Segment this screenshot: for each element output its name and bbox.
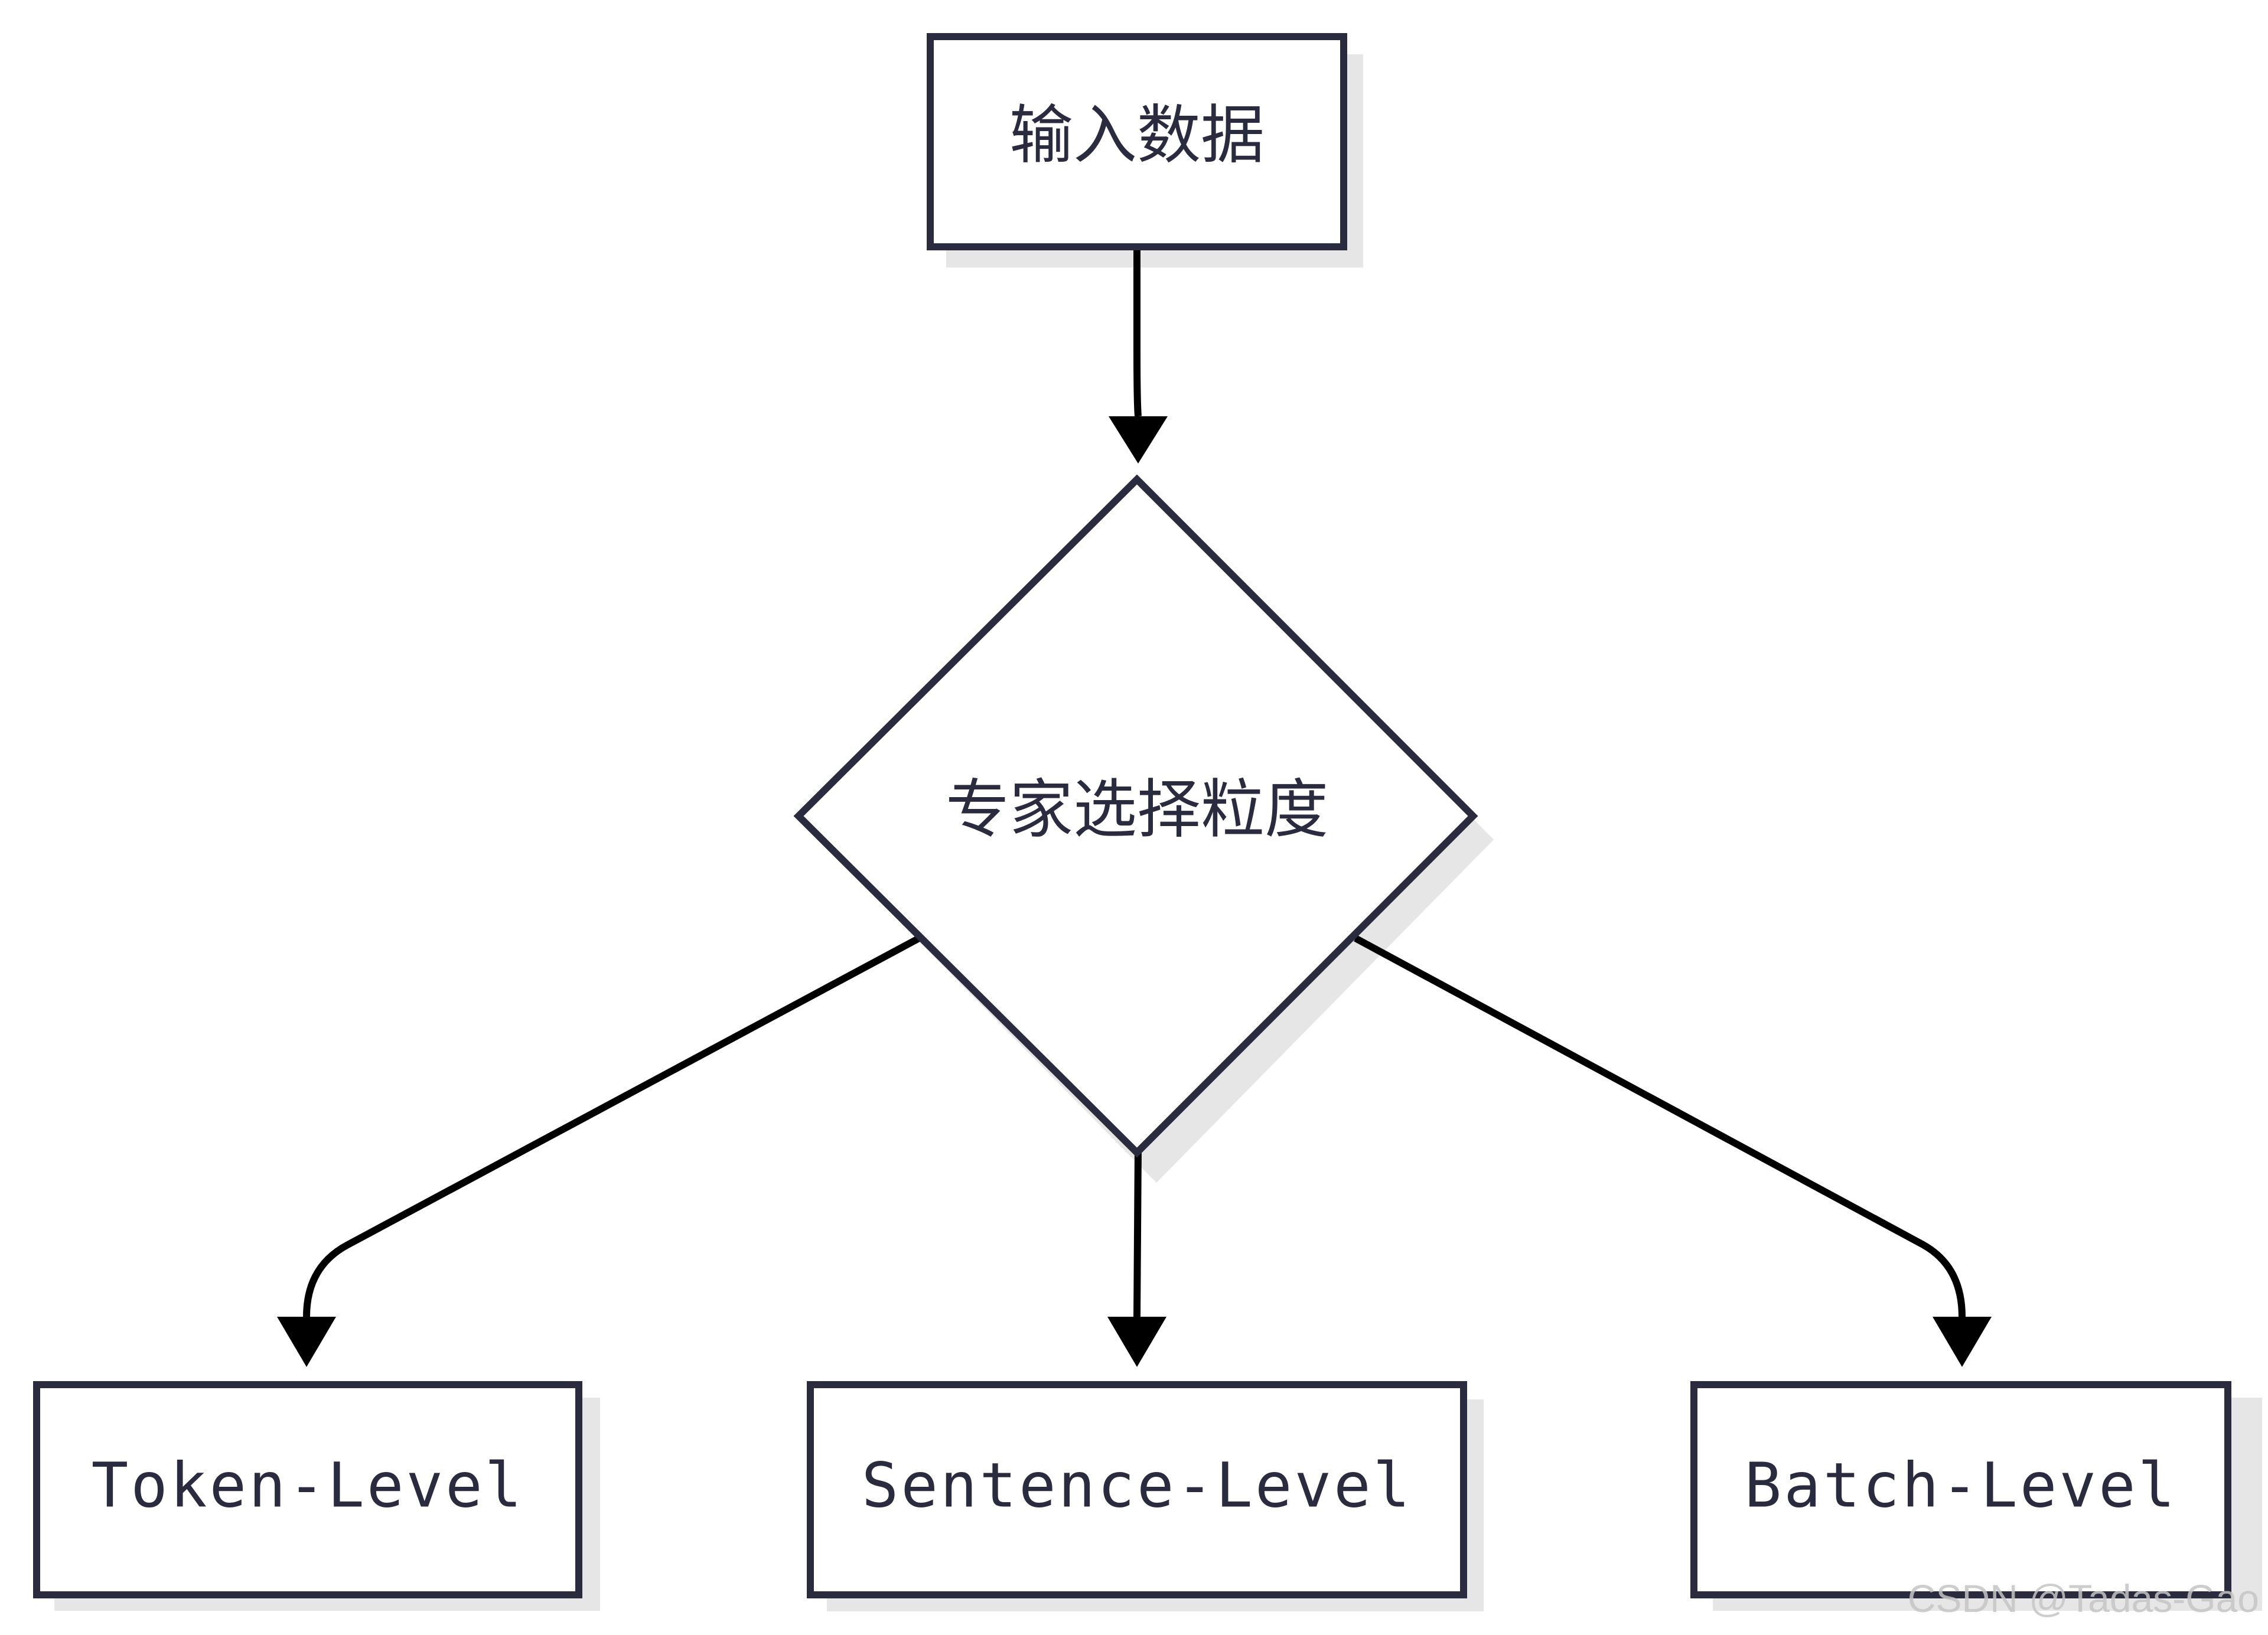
input-node — [927, 33, 1347, 250]
input-node-label: 输入数据 — [1009, 99, 1265, 172]
edge-granularity-to-batch — [1354, 935, 1966, 1317]
arrowhead-granularity — [1109, 416, 1168, 464]
sentence-node — [807, 1381, 1467, 1598]
token-node-label: Token-Level — [92, 1449, 524, 1521]
edge-granularity-to-token — [303, 935, 921, 1317]
batch-node — [1690, 1381, 2231, 1598]
edge-granularity-to-sentence — [1133, 1148, 1142, 1317]
arrowhead-token — [277, 1317, 336, 1367]
sentence-node-label: Sentence-Level — [862, 1449, 1413, 1521]
watermark-text: CSDN @Tadas-Gao — [1908, 1577, 2259, 1620]
arrowheads — [277, 416, 1992, 1367]
nodes — [33, 33, 2231, 1598]
granularity-node-label: 专家选择粒度 — [946, 773, 1328, 847]
edge-input-to-granularity — [1133, 250, 1142, 417]
token-node — [33, 1381, 582, 1598]
granularity-node — [793, 474, 1478, 1158]
arrowhead-batch — [1933, 1317, 1992, 1367]
edges — [303, 250, 1966, 1317]
batch-node-label: Batch-Level — [1745, 1449, 2178, 1521]
arrowhead-sentence — [1107, 1317, 1166, 1367]
